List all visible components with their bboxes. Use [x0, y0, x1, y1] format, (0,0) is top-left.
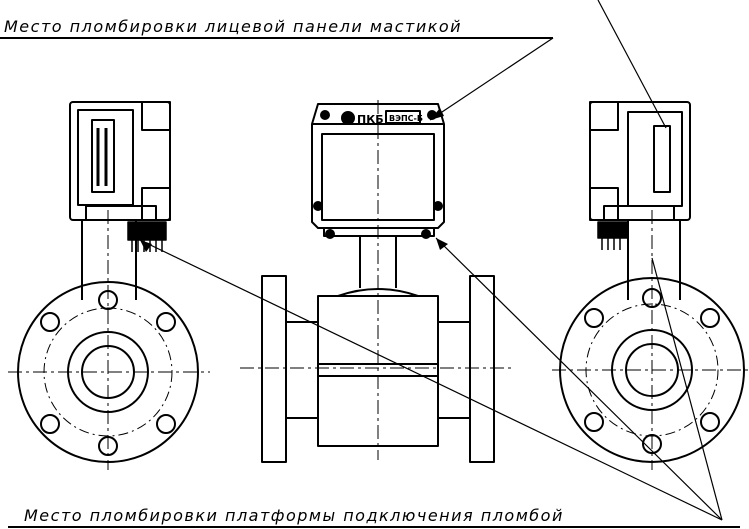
leader-line-top-center — [429, 37, 554, 121]
center-base-plate — [323, 227, 435, 237]
arrowhead-bottom-center — [436, 238, 448, 250]
top-annotation: Место пломбировки лицевой панели мастико… — [0, 0, 667, 129]
bottom-annotation: Место пломбировки платформы подключения … — [8, 237, 740, 528]
leader-line-top-right — [597, 0, 667, 129]
right-window — [653, 125, 671, 193]
leader-line-bottom-center — [435, 237, 723, 521]
bottom-label: Место пломбировки платформы подключения … — [24, 506, 564, 525]
center-front-view: ПКБ ВЭПС-Б — [240, 100, 512, 463]
right-bolt-holes — [584, 288, 720, 454]
left-housing-cap-top — [141, 101, 171, 131]
leader-line-bottom-left — [139, 239, 723, 521]
top-label: Место пломбировки лицевой панели мастико… — [4, 17, 462, 36]
leader-line-bottom-right — [651, 257, 723, 521]
center-housing — [311, 103, 445, 229]
right-connector — [597, 221, 629, 250]
center-flange-left — [261, 275, 287, 463]
left-housing — [69, 101, 171, 221]
right-housing — [589, 101, 691, 221]
right-side-view — [552, 101, 749, 470]
left-side-view — [8, 101, 210, 470]
center-corner-screws — [313, 110, 443, 211]
left-base-plate — [85, 205, 157, 221]
logo-text: ПКБ — [357, 113, 384, 126]
arrowhead-bottom-left — [140, 240, 152, 252]
logo-icon — [341, 111, 355, 125]
model-text: ВЭПС-Б — [389, 114, 423, 123]
center-flange-right — [469, 275, 495, 463]
left-terminal-strip — [91, 119, 115, 193]
model-plate — [385, 110, 421, 124]
